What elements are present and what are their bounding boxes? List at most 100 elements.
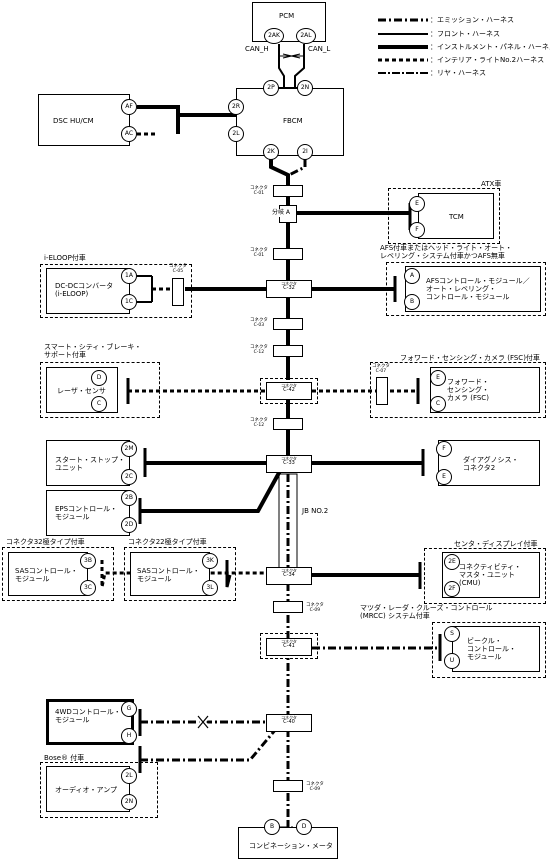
connector-c07 [376, 377, 388, 405]
sas22-module: SASコントロール・ モジュール [130, 552, 210, 596]
tcm-optional-outline [388, 188, 500, 244]
sas32-condition: コネクタ32極タイプ付車 [6, 538, 85, 546]
meter-pin-b: B [264, 819, 280, 835]
c01b-label: コネクタ C-01 [250, 248, 268, 258]
afs-pin-a: A [404, 268, 420, 284]
dcdc-label: DC-DCコンバータ (i-ELOOP) [55, 282, 114, 298]
connector-c12-bottom [273, 418, 303, 430]
bose-condition: Bose® 付車 [44, 754, 85, 762]
legend-interior: ：インテリア・ライトNo.2ハーネス [430, 56, 545, 64]
awd-label: 4WDコントロール・ モジュール [55, 708, 121, 724]
ss-pin-2m: 2M [121, 441, 137, 457]
c01a-label: コネクタ C-01 [250, 186, 268, 196]
sas22-label: SASコントロール・ モジュール [137, 567, 200, 583]
pcm-label: PCM [279, 12, 295, 20]
fbcm-pin-2p: 2P [263, 80, 279, 96]
cmu-condition: センタ・ディスプレイ付車 [454, 540, 538, 548]
sas32-optional-outline [2, 547, 114, 601]
vcm-optional-outline [432, 622, 546, 678]
connector-c09-top [273, 601, 303, 613]
bose-pin-2n: 2N [121, 794, 137, 810]
fbcm-pin-2r: 2R [228, 99, 244, 115]
can-h-label: CAN_H [245, 45, 269, 53]
c09a-label: コネクタ C-09 [306, 603, 324, 613]
bose-pin-2l: 2L [121, 768, 137, 784]
ss-pin-2c: 2C [121, 469, 137, 485]
c07-label: コネクタ C-07 [372, 364, 390, 374]
fbcm-pin-2l: 2L [228, 126, 244, 142]
c12b-label: コネクタ C-12 [250, 418, 268, 428]
dlc-module: ダイアグノシス・ コネクタ2 [438, 440, 540, 486]
sas22-optional-outline [124, 547, 236, 601]
vcm-pin-u: U [444, 653, 460, 669]
fsc-condition: フォワード・センシング・カメラ (FSC)付車 [400, 354, 540, 362]
c42-optional-outline [260, 378, 318, 404]
eps-module: EPSコントロール・ モジュール [46, 490, 130, 536]
awd-module: 4WDコントロール・ モジュール [46, 699, 134, 745]
branch-a-label: 分岐 A [272, 209, 291, 217]
sas32-pin-3c: 3C [80, 580, 96, 596]
bose-optional-outline [40, 762, 158, 818]
laser-pin-d: D [91, 370, 107, 386]
fbcm-pin-2k: 2K [263, 144, 279, 160]
fsc-label: フォワード・ センシング・ カメラ (FSC) [447, 378, 489, 402]
pcm-pin-2ak: 2AK [264, 28, 284, 44]
c41-optional-outline [260, 633, 318, 659]
eps-pin-2b: 2B [121, 490, 137, 506]
fsc-module: フォワード・ センシング・ カメラ (FSC) [430, 367, 540, 413]
tcm-condition: ATX車 [481, 180, 502, 188]
connector-c09-bottom [273, 780, 303, 792]
sas32-label: SASコントロール・ モジュール [15, 567, 78, 583]
eps-pin-2d: 2D [121, 517, 137, 533]
fbcm-pin-2n: 2N [297, 80, 313, 96]
dlc-pin-f: F [436, 441, 452, 457]
laser-label: レーザ・センサ [57, 387, 106, 395]
cmu-label: コネクティビティ・ マスタ・ユニット (CMU) [459, 563, 522, 587]
sas32-module: SASコントロール・ モジュール [8, 552, 88, 596]
sas22-pin-3l: 3L [202, 580, 218, 596]
cmu-pin-2f: 2F [444, 581, 460, 597]
laser-optional-outline [40, 362, 160, 418]
afs-condition: AFS付車またはヘッド・ライト・オート・ レベリング・システム付車かつAFS無車 [380, 244, 513, 260]
dsc-label: DSC HU/CM [53, 117, 94, 125]
audio-amp-label: オーディオ・アンプ [55, 786, 118, 794]
audio-amp-module: オーディオ・アンプ [46, 766, 130, 812]
afs-module: AFSコントロール・モジュール／ オート・レベリング・ コントロール・モジュール [405, 266, 541, 312]
legend-front: ：フロント・ハーネス [430, 30, 500, 38]
tcm-pin-e: E [409, 196, 425, 212]
jb-no2-label: JB NO.2 [302, 507, 329, 515]
can-l-label: CAN_L [308, 45, 331, 53]
start-stop-label: スタート・ストップ・ ユニット [55, 456, 125, 472]
legend-rear: ：リヤ・ハーネス [430, 69, 486, 77]
dsc-pin-af: AF [121, 99, 137, 115]
c12a-label: コネクタ C-12 [250, 345, 268, 355]
c09b-label: コネクタ C-09 [306, 782, 324, 792]
meter-pin-d: D [296, 819, 312, 835]
sas32-pin-3b: 3B [80, 553, 96, 569]
eps-label: EPSコントロール・ モジュール [55, 505, 118, 521]
dcdc-pin-1a: 1A [121, 268, 137, 284]
awd-pin-h: H [121, 728, 137, 744]
afs-pin-b: B [404, 294, 420, 310]
tcm-module: TCM [418, 193, 494, 239]
vcm-module: ビークル・ コントロール・ モジュール [452, 626, 540, 672]
tcm-pin-f: F [409, 222, 425, 238]
c03-label: コネクタ C-03 [250, 318, 268, 328]
dsc-pin-ac: AC [121, 126, 137, 142]
dcdc-optional-outline [40, 264, 192, 318]
dcdc-pin-1c: 1C [121, 294, 137, 310]
cmu-optional-outline [424, 548, 546, 604]
sas22-condition: コネクタ22極タイプ付車 [128, 538, 207, 546]
c05-label: コネクタ C-05 [169, 264, 187, 274]
dsc-module: DSC HU/CM [38, 94, 130, 146]
laser-condition: スマート・シティ・ブレーキ・ サポート付車 [44, 343, 142, 359]
fbcm-pin-2i: 2I [297, 144, 313, 160]
dlc-label: ダイアグノシス・ コネクタ2 [463, 456, 519, 472]
dlc-pin-e: E [436, 469, 452, 485]
vcm-label: ビークル・ コントロール・ モジュール [467, 637, 516, 661]
